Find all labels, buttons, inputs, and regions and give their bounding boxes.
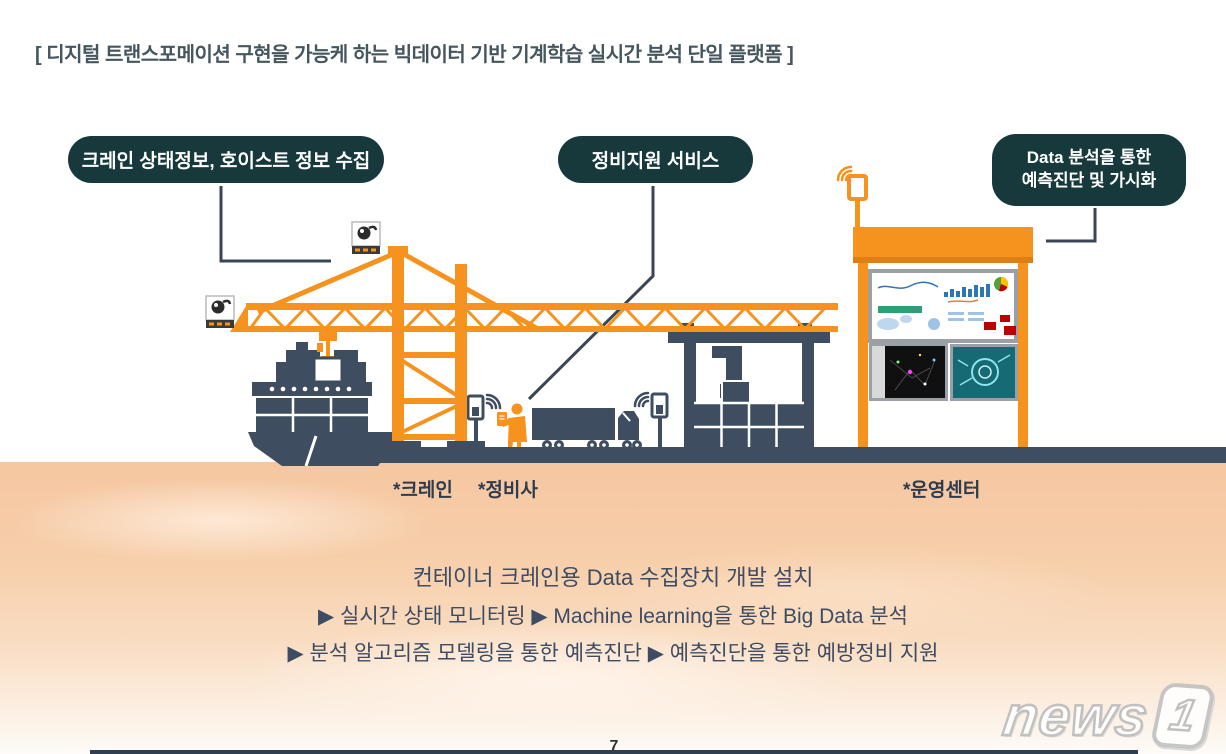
container-crane	[230, 246, 838, 455]
callout-maintenance-label: 정비지원 서비스	[591, 151, 720, 172]
bottom-edge-bar	[90, 750, 1138, 754]
ops-roof-edge	[853, 257, 1033, 263]
ship-hull	[248, 432, 392, 466]
peach-ground-background	[0, 462, 1226, 754]
connector-ops-center	[1046, 208, 1097, 243]
crane-foot-right	[447, 441, 485, 455]
ship-mast-light	[317, 343, 323, 352]
dashboard-green-bar	[878, 306, 922, 313]
wifi-icon-right	[633, 391, 650, 408]
crane-foot-left	[383, 441, 421, 455]
ops-left-leg	[858, 263, 868, 455]
dashboard-screen	[868, 269, 1018, 343]
dashboard-map-shape-2	[900, 315, 912, 323]
diagnostics-screen	[869, 343, 948, 401]
slide-title: [ 디지털 트랜스포메이션 구현을 가능케 하는 빅데이터 기반 기계학습 실시…	[35, 44, 794, 66]
truck	[532, 408, 642, 450]
dashboard-red-blocks	[984, 315, 1016, 335]
iot-post-left	[466, 393, 502, 448]
label-mechanic: *정비사	[478, 480, 538, 501]
dashboard-map-shape	[877, 318, 899, 330]
wifi-icon-left	[485, 393, 502, 410]
mechanic-figure	[497, 403, 527, 450]
callout-data-line1: Data 분석을 통한	[1026, 148, 1152, 168]
callout-connectors	[219, 186, 1097, 401]
dashboard-pie-chart	[994, 276, 1009, 292]
dashboard-table	[948, 312, 984, 321]
connector-crane	[219, 186, 331, 263]
connector-maintenance	[527, 186, 655, 401]
machinery-screen	[950, 344, 1018, 401]
ship-deck-containers	[256, 398, 368, 432]
description-line-1: 컨테이너 크레인용 Data 수집장치 개발 설치	[412, 565, 814, 590]
ops-roof	[853, 227, 1033, 262]
dashboard-pie-small	[928, 318, 940, 330]
ship-bridge-window	[312, 356, 344, 384]
sensor-icon-left	[205, 295, 235, 328]
news1-logo-text: news	[998, 683, 1153, 749]
news1-watermark: news 1	[998, 681, 1217, 750]
callout-crane-info-label: 크레인 상태정보, 호이스트 정보 수집	[81, 151, 371, 172]
description-line-2: ▶ 실시간 상태 모니터링 ▶ Machine learning을 통한 Big…	[318, 605, 908, 628]
dashboard-line-chart-2	[947, 299, 979, 303]
operations-center	[836, 165, 1033, 455]
quay-ground	[372, 447, 1226, 463]
label-ops-center: *운영센터	[903, 480, 981, 501]
ops-antenna-icon	[836, 165, 868, 229]
ship-portholes	[269, 386, 352, 392]
label-crane: *크레인	[393, 480, 453, 501]
page-number: 7	[609, 738, 619, 754]
sensor-icon-top	[351, 221, 381, 254]
callout-data-analysis: Data 분석을 통한 예측진단 및 가시화	[992, 134, 1186, 206]
description-line-3: ▶ 분석 알고리즘 모델링을 통한 예측진단 ▶ 예측진단을 통한 예방정비 지…	[287, 642, 939, 665]
gantry-crane	[668, 323, 830, 455]
iot-post-right	[633, 391, 669, 448]
crane-boom-lattice	[248, 305, 827, 332]
news1-logo-badge: 1	[1149, 681, 1217, 750]
crane-tower-bracing	[392, 352, 467, 440]
callout-data-line2: 예측진단 및 가시화	[1021, 171, 1157, 190]
container-ship	[248, 342, 392, 467]
ops-right-leg	[1018, 263, 1028, 455]
dashboard-bar-chart	[944, 284, 990, 297]
container-stack	[694, 380, 804, 451]
callout-crane-info: 크레인 상태정보, 호이스트 정보 수집	[68, 136, 384, 183]
dashboard-line-chart	[877, 281, 939, 289]
callout-maintenance-service: 정비지원 서비스	[558, 136, 753, 183]
